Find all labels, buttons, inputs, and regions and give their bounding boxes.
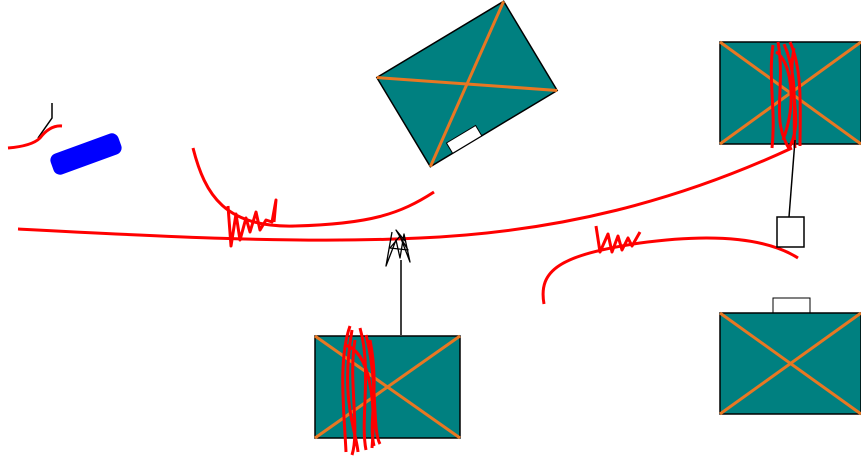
box-tab [772, 297, 811, 314]
box-top-right [719, 40, 861, 151]
red-hook-top-left [7, 124, 63, 150]
red-scribble-bottom-center [341, 325, 382, 456]
blue-block [50, 133, 122, 175]
box-tab [445, 124, 483, 154]
red-arc-left [191, 147, 435, 228]
red-scribble-left [226, 198, 278, 248]
red-main-curve [17, 146, 793, 242]
box-bottom-right [719, 297, 861, 416]
black-squiggle-center [385, 229, 411, 267]
small-square-right [776, 216, 805, 248]
black-tick-top-left [37, 103, 53, 139]
box-bottom-center [314, 325, 461, 456]
red-scribble-top-right [769, 41, 802, 151]
box-tilted-top-center [375, 0, 559, 168]
red-arc-right [541, 236, 799, 305]
black-line-right [788, 139, 796, 218]
red-scribble-right [594, 225, 642, 254]
